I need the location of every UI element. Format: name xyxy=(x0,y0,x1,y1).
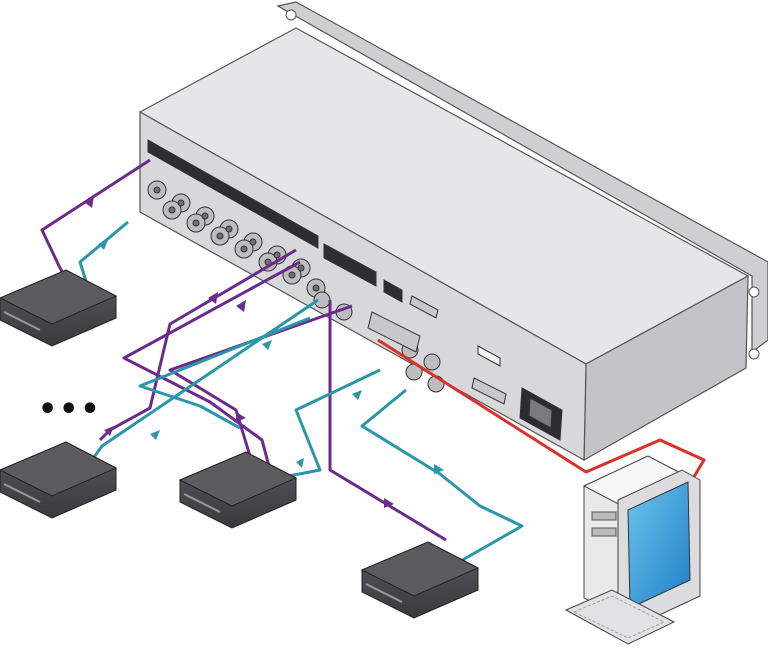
vga-port xyxy=(367,311,421,353)
remote-port xyxy=(471,377,507,405)
rs232-cable xyxy=(377,338,706,491)
destination-device-icon xyxy=(360,541,480,619)
more-sources-ellipsis: ••• xyxy=(38,392,102,427)
source-device-icon xyxy=(0,441,118,519)
source-device-icon xyxy=(0,269,118,347)
video-cables xyxy=(78,220,524,568)
monitor-screen xyxy=(627,481,691,609)
audio-input-terminals xyxy=(147,139,403,303)
rs232-port xyxy=(409,295,439,319)
arrow-icon xyxy=(84,196,444,508)
destination-device-icon xyxy=(178,451,298,529)
computer-workstation-icon xyxy=(564,455,701,645)
dip-switch xyxy=(477,345,501,367)
